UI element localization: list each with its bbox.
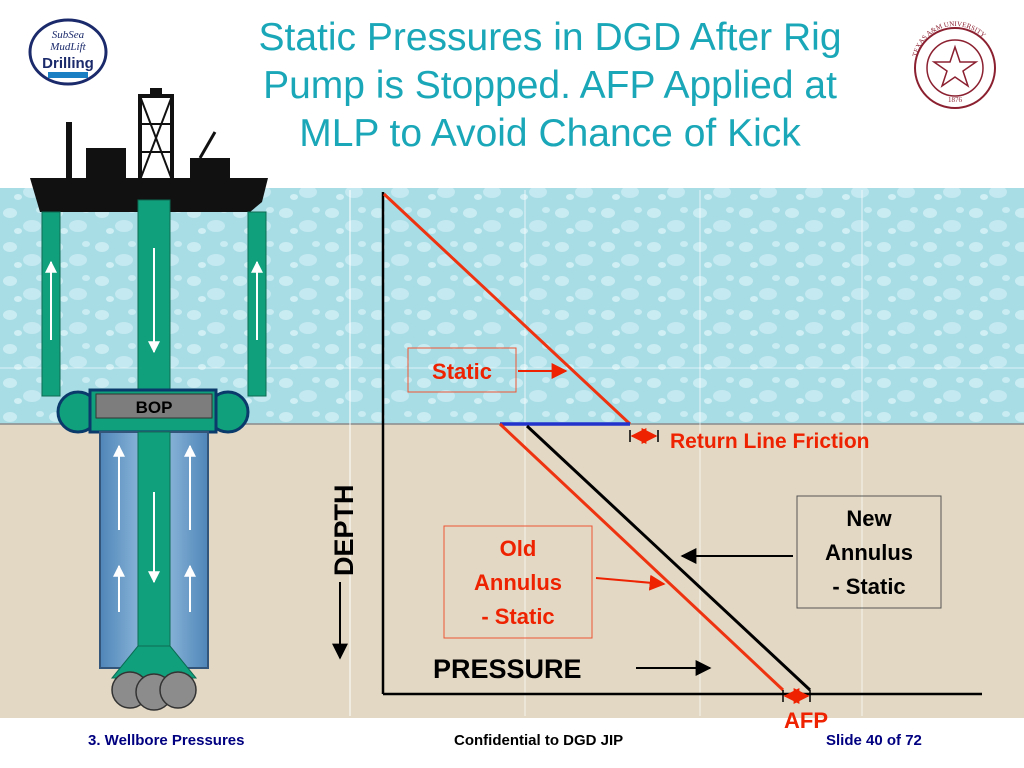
title-line-1: Static Pressures in DGD After Rig xyxy=(258,16,842,59)
title-line-2: Pump is Stopped. AFP Applied at xyxy=(263,64,837,107)
sea-water-region xyxy=(0,188,1024,424)
svg-text:SubSea: SubSea xyxy=(52,29,85,41)
svg-text:1876: 1876 xyxy=(948,96,963,104)
new-annulus-label-line-2: Annulus xyxy=(825,540,913,565)
university-seal-logo: TEXAS A&M UNIVERSITY 1876 xyxy=(911,20,996,109)
slide-title: Static Pressures in DGD After Rig Pump i… xyxy=(170,14,930,158)
svg-text:Drilling: Drilling xyxy=(42,55,94,72)
old-annulus-label-line-2: Annulus xyxy=(474,570,562,595)
static-label-box xyxy=(407,347,517,393)
pressure-axis-label: PRESSURE xyxy=(433,654,582,684)
depth-axis-label: DEPTH xyxy=(329,484,359,576)
new-annulus-static-line xyxy=(525,424,812,692)
bop-label: BOP xyxy=(136,398,173,417)
new-annulus-label-line-1: New xyxy=(846,506,892,531)
bop-stack: BOP xyxy=(56,388,250,434)
return-line-friction-label: Return Line Friction xyxy=(670,430,870,453)
drill-bit-icon xyxy=(110,645,198,711)
footer-confidential-label: Confidential to DGD JIP xyxy=(454,732,624,749)
seawater-static-line xyxy=(382,192,632,426)
footer-slide-number: Slide 40 of 72 xyxy=(826,732,922,749)
old-annulus-label-box xyxy=(443,525,593,639)
afp-marker xyxy=(782,688,811,704)
old-annulus-label-line-1: Old xyxy=(500,536,537,561)
svg-text:MudLift: MudLift xyxy=(49,41,86,53)
new-annulus-label-line-3: - Static xyxy=(832,574,905,599)
title-line-3: MLP to Avoid Chance of Kick xyxy=(299,112,801,155)
afp-label: AFP xyxy=(784,708,828,733)
old-annulus-label-line-3: - Static xyxy=(481,604,554,629)
new-annulus-label-box xyxy=(796,495,942,609)
static-label: Static xyxy=(432,359,492,384)
subsea-mudlift-drilling-logo: SubSea MudLift Drilling xyxy=(28,18,108,86)
return-line-friction-marker xyxy=(629,428,659,444)
old-annulus-static-line xyxy=(498,422,785,692)
footer-section-label: 3. Wellbore Pressures xyxy=(88,732,245,749)
drillship-icon xyxy=(30,88,268,212)
